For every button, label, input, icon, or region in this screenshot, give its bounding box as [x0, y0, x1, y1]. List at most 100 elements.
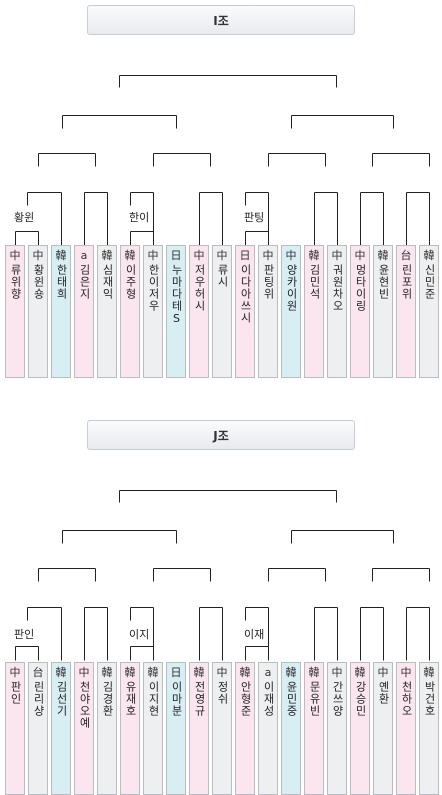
nation-mark: 中 [377, 666, 389, 679]
nation-mark: 韓 [147, 666, 159, 679]
player-name: 한이저우 [147, 264, 160, 312]
player-name: 한태희 [55, 264, 68, 300]
player-name: 류위향 [9, 264, 22, 300]
player-card[interactable]: 韓 한태희 [51, 245, 71, 378]
nation-mark: 日 [170, 666, 182, 679]
bracket-lines [15, 490, 430, 661]
advance-label: 이지 [129, 628, 150, 641]
player-name: 이재성 [262, 681, 275, 717]
player-card[interactable]: 韓 이지현 [143, 662, 163, 795]
player-card[interactable]: 中 류위향 [5, 245, 25, 378]
player-card[interactable]: 韓 심재익 [97, 245, 117, 378]
nation-mark: 中 [354, 249, 366, 262]
nation-mark: 韓 [354, 666, 366, 679]
player-card[interactable]: 台 린포위 [396, 245, 416, 378]
nation-mark: 中 [331, 666, 343, 679]
advance-label: 이재 [244, 628, 265, 641]
player-name: 판팅위 [262, 264, 275, 300]
player-card[interactable]: 韓 김경환 [97, 662, 117, 795]
player-name: 유재호 [124, 681, 137, 717]
nation-mark: 中 [9, 666, 21, 679]
nation-mark: 中 [9, 249, 21, 262]
player-name: 이다아쓰시 [239, 264, 252, 324]
nation-mark: 中 [147, 249, 159, 262]
player-card[interactable]: 中 판인 [5, 662, 25, 795]
player-card[interactable]: 韓 안형준 [235, 662, 255, 795]
player-card[interactable]: 韓 강승민 [350, 662, 370, 795]
player-card[interactable]: 中 간쓰양 [327, 662, 347, 795]
player-card[interactable]: 中 황윈숑 [28, 245, 48, 378]
player-name: 궈원차오 [331, 264, 344, 312]
player-card[interactable]: 中 옌환 [373, 662, 393, 795]
group-title[interactable]: I조 [87, 5, 355, 35]
player-name: 김은지 [78, 264, 91, 300]
nation-mark: 韓 [101, 666, 113, 679]
nation-mark: 韓 [193, 666, 205, 679]
player-name: 옌환 [377, 681, 390, 705]
nation-mark: 韓 [55, 249, 67, 262]
player-name: 이주형 [124, 264, 137, 300]
nation-mark: 中 [193, 249, 205, 262]
player-name: 김경환 [101, 681, 114, 717]
nation-mark: 韓 [101, 249, 113, 262]
nation-mark: 韓 [55, 666, 67, 679]
player-name: 강승민 [354, 681, 367, 717]
player-card[interactable]: 韓 문유빈 [304, 662, 324, 795]
player-name: 신민준 [423, 264, 436, 300]
player-name: 안형준 [239, 681, 252, 717]
player-card[interactable]: a 김은지 [74, 245, 94, 378]
player-card[interactable]: 中 류시 [212, 245, 232, 378]
nation-mark: 台 [400, 249, 412, 262]
player-card[interactable]: a 이재성 [258, 662, 278, 795]
nation-mark: 韓 [423, 249, 435, 262]
nation-mark: 中 [285, 249, 297, 262]
player-name: 문유빈 [308, 681, 321, 717]
nation-mark: 中 [216, 249, 228, 262]
player-name: 윤민중 [285, 681, 298, 717]
nation-mark: 韓 [239, 666, 251, 679]
player-name: 린포위 [400, 264, 413, 300]
player-name: 황윈숑 [32, 264, 45, 300]
advance-label: 한이 [129, 211, 150, 224]
nation-mark: 中 [32, 249, 44, 262]
player-card[interactable]: 韓 신민준 [419, 245, 439, 378]
player-name: 류시 [216, 264, 229, 288]
player-name: 정쉬 [216, 681, 229, 705]
nation-mark: 中 [78, 666, 90, 679]
group-title[interactable]: J조 [87, 420, 355, 450]
player-name: 이마분 [170, 681, 183, 717]
player-name: 간쓰양 [331, 681, 344, 717]
nation-mark: 中 [400, 666, 412, 679]
player-name: 심재익 [101, 264, 114, 300]
nation-mark: a [264, 666, 272, 679]
nation-mark: 韓 [308, 249, 320, 262]
player-card[interactable]: 日 이마분 [166, 662, 186, 795]
nation-mark: 日 [170, 249, 182, 262]
advance-label: 판인 [14, 628, 35, 641]
nation-mark: 韓 [308, 666, 320, 679]
player-name: 이지현 [147, 681, 160, 717]
nation-mark: a [80, 249, 88, 262]
player-name: 판인 [9, 681, 22, 705]
player-card[interactable]: 中 한이저우 [143, 245, 163, 378]
nation-mark: 韓 [423, 666, 435, 679]
